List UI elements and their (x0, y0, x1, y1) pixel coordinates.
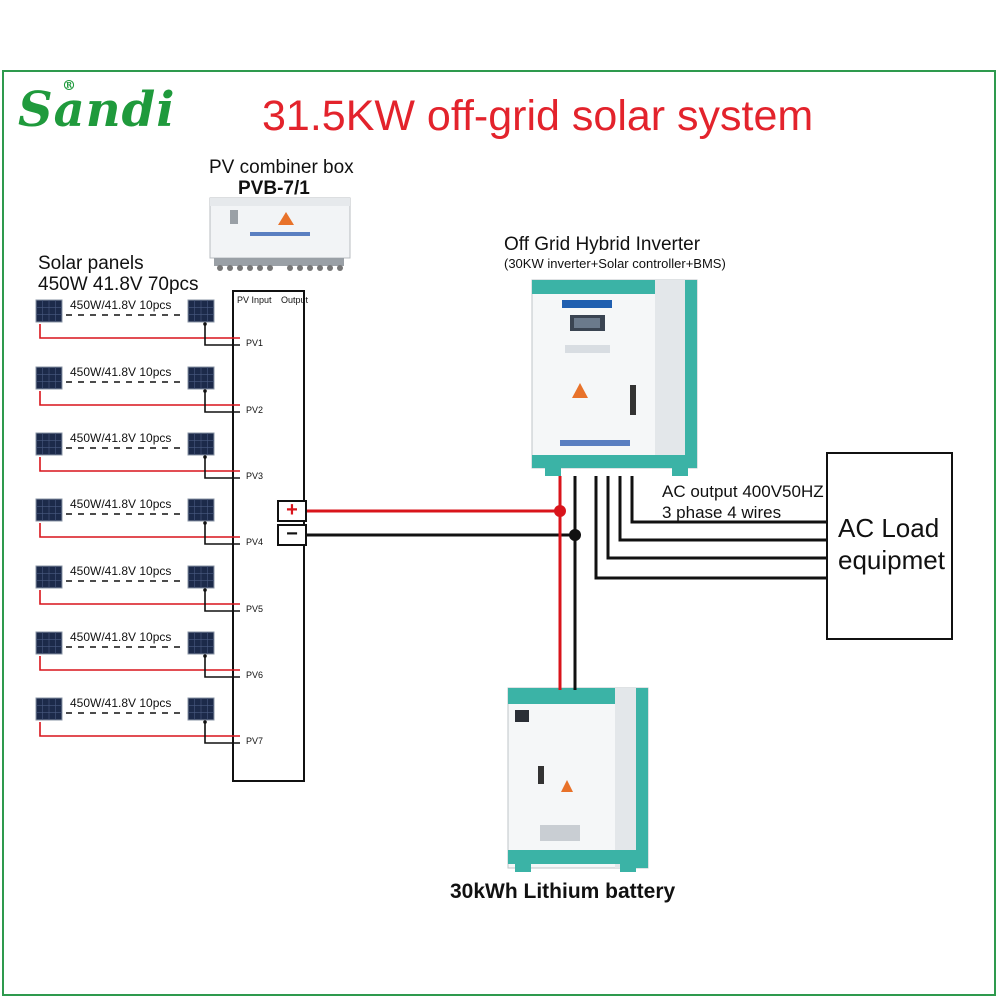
battery-image (507, 687, 649, 872)
solar-string-7 (35, 697, 240, 744)
inverter-title: Off Grid Hybrid Inverter (504, 234, 701, 255)
string-label: 450W/41.8V 10pcs (70, 497, 172, 511)
negative-wire (204, 590, 240, 612)
junction-dot (203, 455, 207, 459)
logo-text: Sandi (18, 82, 176, 138)
registered-mark: ® (62, 78, 77, 94)
solar-panel (187, 432, 215, 456)
ac-load-line2: equipmet (838, 545, 945, 575)
solar-strings (35, 299, 240, 744)
ac-output-spec: AC output 400V50HZ (662, 482, 824, 501)
combiner-positive-terminal: + (277, 500, 307, 522)
string-label: 450W/41.8V 10pcs (70, 696, 172, 710)
junction-dot (203, 389, 207, 393)
solar-panel (187, 565, 215, 589)
pv-input-label: PV7 (246, 736, 264, 746)
solar-panel (187, 366, 215, 390)
output-header: Output (281, 295, 309, 305)
ac-output-wiring (594, 476, 826, 580)
negative-wire (204, 324, 240, 346)
solar-panel (35, 631, 63, 655)
ac-output-wires: 3 phase 4 wires (662, 503, 782, 522)
negative-wire (204, 722, 240, 744)
sandi-logo: Sandi ® (18, 78, 176, 138)
positive-wire (39, 722, 240, 737)
solar-panel (187, 299, 215, 323)
solar-string-4 (35, 498, 240, 545)
pv-input-label: PV2 (246, 405, 264, 415)
pv-input-label: PV3 (246, 471, 264, 481)
combiner-model: PVB-7/1 (238, 178, 310, 199)
solar-string-6 (35, 631, 240, 678)
positive-wire (39, 523, 240, 538)
combiner-box-image (209, 197, 351, 271)
pv-input-label: PV6 (246, 670, 264, 680)
junction-dot (203, 720, 207, 724)
junction-dot (203, 521, 207, 525)
pv-input-header: PV Input (237, 295, 272, 305)
negative-wire (204, 523, 240, 545)
solar-panels-spec: 450W 41.8V 70pcs (38, 274, 199, 295)
solar-string-3 (35, 432, 240, 479)
solar-string-1 (35, 299, 240, 346)
battery-label: 30kWh Lithium battery (450, 880, 676, 903)
pv-input-label: PV4 (246, 537, 264, 547)
solar-panel (35, 565, 63, 589)
string-label: 450W/41.8V 10pcs (70, 365, 172, 379)
combiner-negative-terminal: − (277, 524, 307, 546)
ac-load-box (826, 452, 953, 640)
pv-input-label: PV1 (246, 338, 264, 348)
solar-string-5 (35, 565, 240, 612)
junction-dot (203, 654, 207, 658)
positive-wire (39, 590, 240, 605)
pv-input-label: PV5 (246, 604, 264, 614)
solar-panel (187, 498, 215, 522)
junction-dot (203, 588, 207, 592)
solar-string-2 (35, 366, 240, 413)
combiner-label: PV combiner box (209, 157, 354, 178)
solar-panel (187, 631, 215, 655)
negative-wire (204, 391, 240, 413)
positive-wire (39, 324, 240, 339)
positive-wire (39, 656, 240, 671)
solar-panel (35, 697, 63, 721)
solar-panel (35, 432, 63, 456)
string-label: 450W/41.8V 10pcs (70, 630, 172, 644)
solar-panel (187, 697, 215, 721)
inverter-subtitle: (30KW inverter+Solar controller+BMS) (504, 256, 726, 271)
solar-panel (35, 366, 63, 390)
solar-panel (35, 299, 63, 323)
ac-load-line1: AC Load (838, 513, 940, 543)
inverter-image (531, 279, 698, 476)
negative-wire (204, 457, 240, 479)
diagram-title: 31.5KW off-grid solar system (262, 92, 814, 140)
string-label: 450W/41.8V 10pcs (70, 431, 172, 445)
positive-wire (39, 457, 240, 472)
positive-wire (39, 391, 240, 406)
solar-panel (35, 498, 63, 522)
combiner-output-wiring (307, 476, 581, 690)
string-label: 450W/41.8V 10pcs (70, 564, 172, 578)
string-label: 450W/41.8V 10pcs (70, 298, 172, 312)
negative-wire (204, 656, 240, 678)
junction-dot (203, 322, 207, 326)
solar-panels-label: Solar panels (38, 253, 144, 274)
diagram-frame (2, 70, 996, 996)
